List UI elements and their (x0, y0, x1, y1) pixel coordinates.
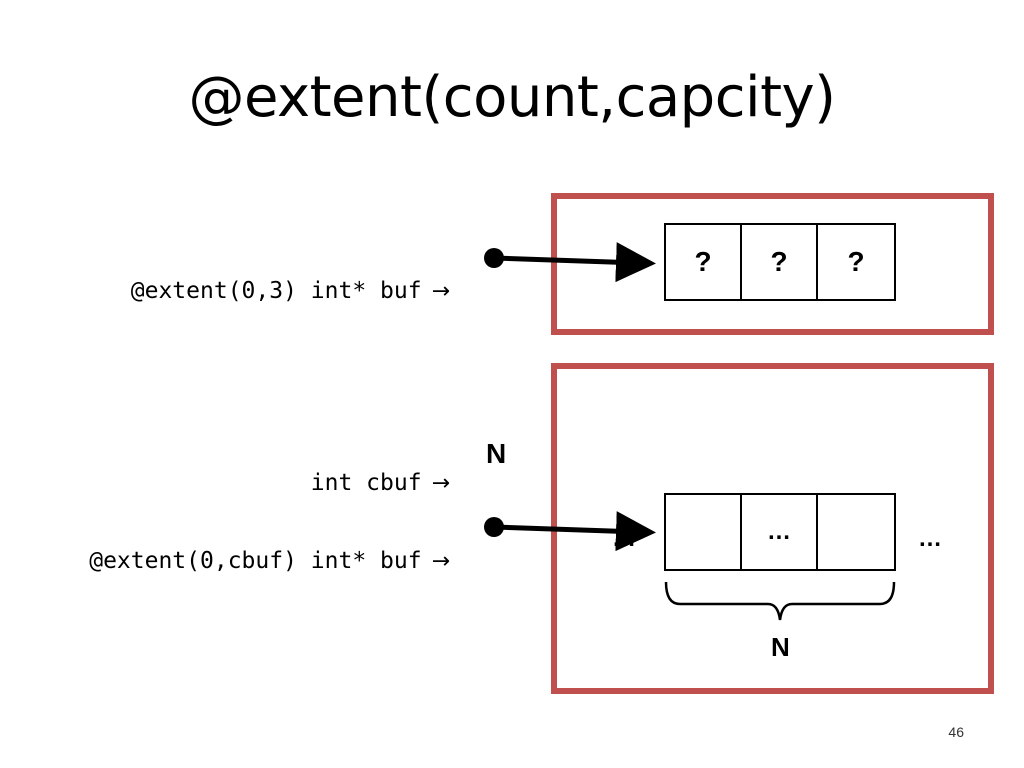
right-arrow-icon: → (431, 471, 450, 496)
extent-cbuf-declaration: @extent(0,cbuf) int* buf → (10, 516, 450, 577)
buffer-cell (666, 495, 743, 569)
memory-box-fixed (551, 193, 994, 335)
cbuf-declaration: int cbuf → (40, 438, 450, 499)
code-text: @extent(0,3) int* buf (130, 278, 422, 304)
brace-label: N (771, 632, 790, 662)
slide-title: @extent(count,capcity) (188, 65, 836, 130)
pointer-arrow (493, 242, 656, 283)
pointer-arrow (493, 511, 656, 552)
buffer-cell: … (742, 495, 819, 569)
right-arrow-icon: → (431, 549, 450, 574)
right-arrow-icon: → (431, 279, 450, 304)
right-ellipsis: … (918, 525, 942, 552)
variable-buffer-cells: … (664, 493, 896, 571)
code-text: int cbuf (310, 470, 422, 496)
code-text: @extent(0,cbuf) int* buf (89, 548, 422, 574)
curly-brace (664, 581, 896, 621)
cbuf-value: N (486, 438, 507, 469)
page-number: 46 (948, 724, 964, 740)
buffer-cell: ? (666, 225, 743, 299)
buffer-cell: ? (847, 246, 865, 277)
pointer-origin-dot (484, 248, 504, 268)
buffer-cell: ? (742, 225, 819, 299)
fixed-buffer-cells: ? ? ? (664, 223, 896, 301)
extent-buf-declaration: @extent(0,3) int* buf → (40, 246, 450, 307)
